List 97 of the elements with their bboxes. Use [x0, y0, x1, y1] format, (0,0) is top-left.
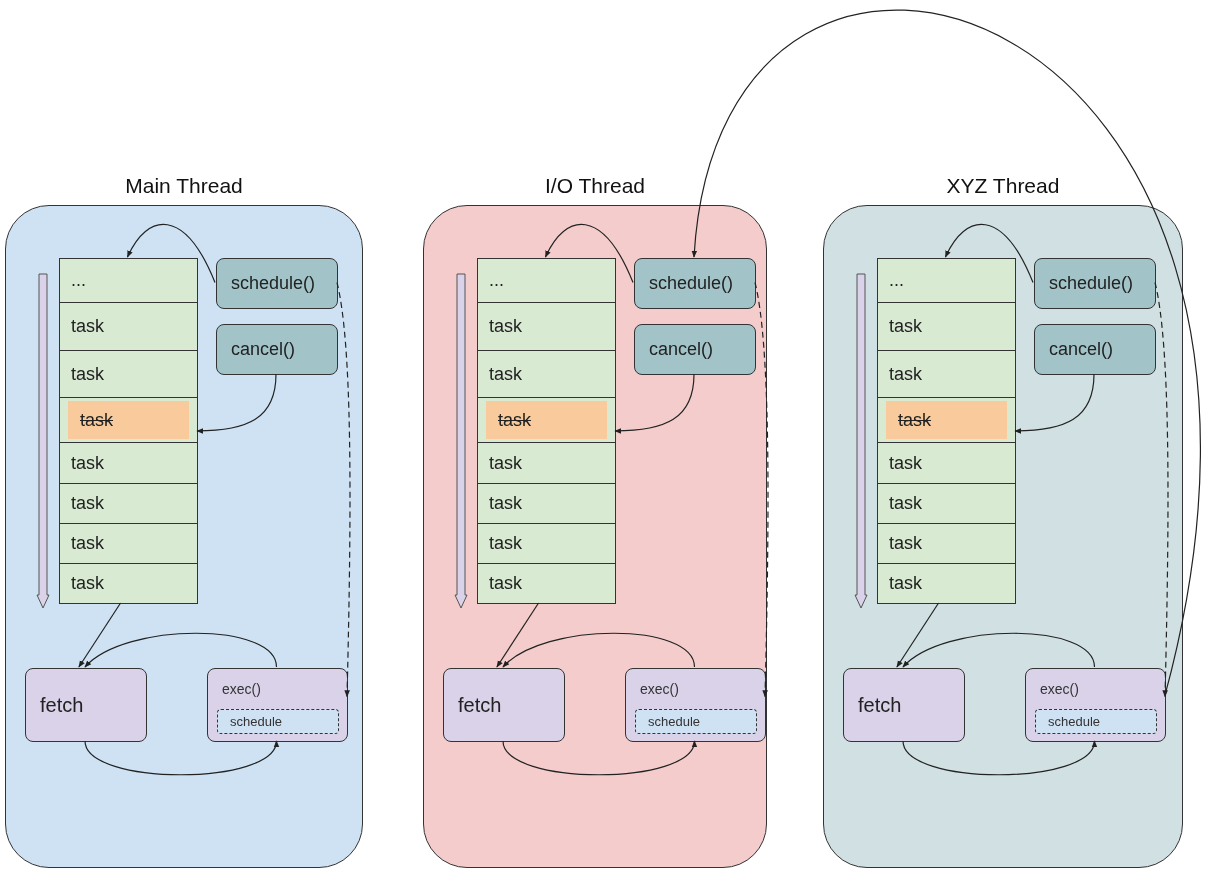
exec-box — [207, 668, 348, 742]
queue-cell — [877, 442, 1016, 484]
method-box — [1034, 324, 1156, 375]
curved-arrow — [196, 373, 277, 434]
fetch-box — [843, 668, 965, 742]
task-label: task — [71, 573, 104, 593]
queue-cell — [477, 350, 616, 398]
task-label: ... — [889, 270, 904, 290]
task-label: task — [889, 363, 922, 384]
task-label: task — [71, 316, 104, 336]
task-label: ... — [489, 270, 504, 290]
exec-label: exec() — [640, 681, 679, 697]
schedule-label: schedule — [230, 712, 283, 731]
task-label: task — [889, 493, 922, 513]
curved-arrow — [544, 224, 634, 284]
queue-cell — [877, 302, 1016, 351]
dashed-arrow — [336, 281, 351, 698]
curved-arrow — [614, 373, 695, 434]
method-label: schedule() — [231, 272, 316, 295]
curved-arrow — [84, 632, 278, 668]
queue-cell — [59, 442, 198, 484]
queue-cell — [877, 523, 1016, 564]
dashed-arrow — [1154, 281, 1169, 698]
method-label: cancel() — [231, 338, 296, 361]
method-box — [634, 258, 756, 309]
schedule-slot — [217, 709, 339, 734]
task-label: task — [71, 533, 104, 553]
queue-cell — [59, 302, 198, 351]
task-label: task — [489, 363, 522, 384]
task-label: task — [898, 408, 931, 432]
curved-arrow — [1014, 373, 1095, 434]
task-label: task — [71, 493, 104, 513]
method-label: cancel() — [1049, 338, 1114, 361]
curved-arrow — [84, 740, 278, 776]
queue-cell — [59, 258, 198, 303]
task-label: task — [889, 452, 922, 473]
method-label: cancel() — [649, 338, 714, 361]
schedule-slot — [1035, 709, 1157, 734]
queue-cell — [877, 350, 1016, 398]
task-label: task — [489, 533, 522, 553]
queue-cell — [477, 523, 616, 564]
queue-cell — [59, 563, 198, 604]
thread-title: I/O Thread — [545, 173, 645, 199]
curved-arrow — [502, 740, 696, 776]
queue-cell — [877, 258, 1016, 303]
fetch-label: fetch — [40, 693, 84, 718]
fetch-label: fetch — [458, 693, 502, 718]
exec-box — [625, 668, 766, 742]
task-label: task — [71, 363, 104, 384]
fetch-label: fetch — [858, 693, 902, 718]
thread-title: XYZ Thread — [946, 173, 1060, 199]
schedule-label: schedule — [648, 712, 701, 731]
method-box — [634, 324, 756, 375]
method-box — [216, 258, 338, 309]
task-label: task — [889, 316, 922, 336]
task-label: task — [498, 408, 531, 432]
curved-arrow — [902, 740, 1096, 776]
cancelled-task-cell — [477, 397, 616, 443]
queue-cell — [477, 442, 616, 484]
dashed-arrow — [754, 281, 769, 698]
queue-cell — [477, 258, 616, 303]
method-label: schedule() — [649, 272, 734, 295]
method-box — [1034, 258, 1156, 309]
fetch-box — [443, 668, 565, 742]
curved-arrow — [78, 602, 122, 668]
task-label: task — [489, 452, 522, 473]
curved-arrow — [902, 632, 1096, 668]
task-label: task — [489, 573, 522, 593]
task-label: task — [889, 573, 922, 593]
queue-cell — [477, 563, 616, 604]
thread-title: Main Thread — [125, 173, 243, 199]
cancelled-task-cell — [59, 397, 198, 443]
exec-box — [1025, 668, 1166, 742]
task-label: task — [489, 493, 522, 513]
task-label: ... — [71, 270, 86, 290]
schedule-label: schedule — [1048, 712, 1101, 731]
task-label: task — [80, 408, 113, 432]
queue-cell — [477, 302, 616, 351]
queue-cell — [477, 483, 616, 524]
curved-arrow — [502, 632, 696, 668]
queue-cell — [59, 350, 198, 398]
task-label: task — [489, 316, 522, 336]
fetch-box — [25, 668, 147, 742]
method-label: schedule() — [1049, 272, 1134, 295]
queue-cell — [59, 523, 198, 564]
cancelled-task-cell — [877, 397, 1016, 443]
method-box — [216, 324, 338, 375]
exec-label: exec() — [1040, 681, 1079, 697]
task-label: task — [889, 533, 922, 553]
curved-arrow — [496, 602, 540, 668]
curved-arrow — [896, 602, 940, 668]
queue-cell — [877, 483, 1016, 524]
schedule-slot — [635, 709, 757, 734]
queue-cell — [59, 483, 198, 524]
task-label: task — [71, 452, 104, 473]
exec-label: exec() — [222, 681, 261, 697]
queue-cell — [877, 563, 1016, 604]
